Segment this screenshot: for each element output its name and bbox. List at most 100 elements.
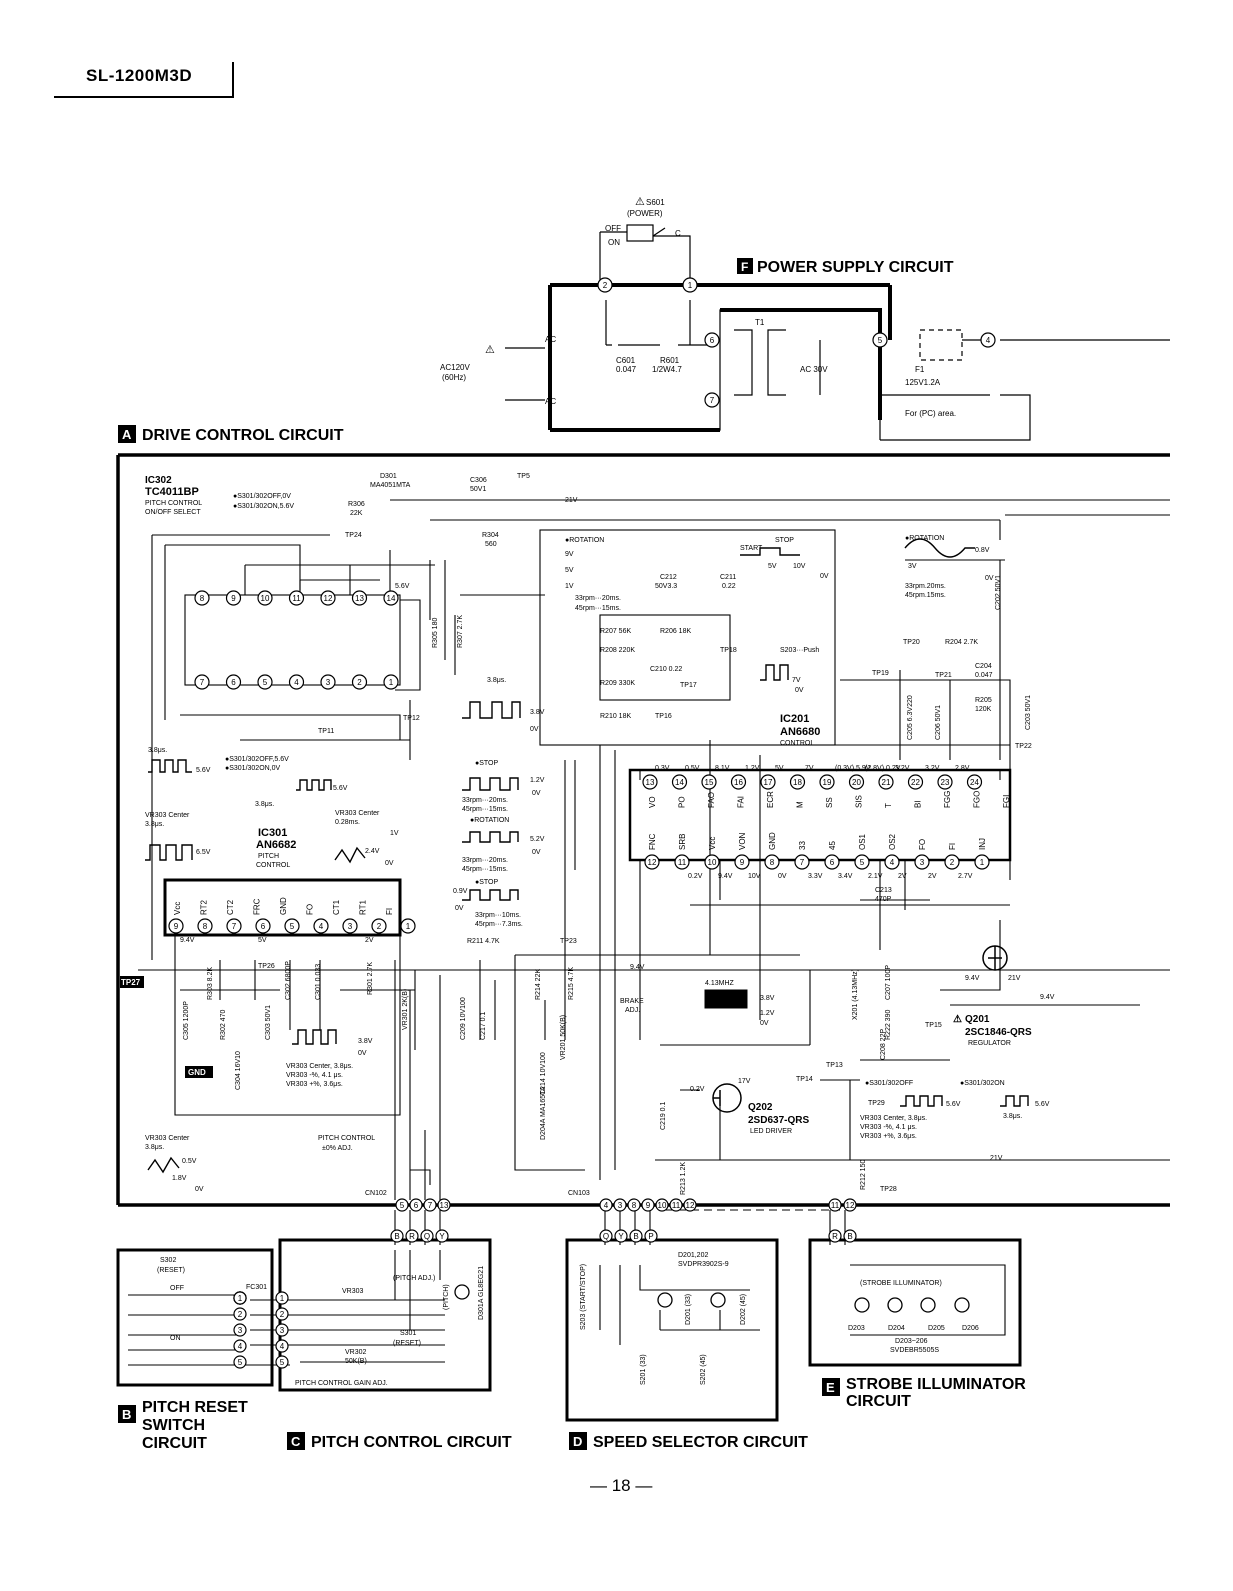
svg-text:7: 7: [428, 1201, 433, 1210]
svg-text:2: 2: [280, 1310, 285, 1319]
tp5: TP5: [517, 473, 530, 480]
pitch-reset-box: [116, 1248, 274, 1387]
wf-stop-33: 33rpm···20ms.: [462, 797, 508, 804]
c306-val: 50V1: [470, 486, 486, 493]
ic302-ref: IC302: [145, 475, 172, 486]
t1-label: T1: [755, 318, 765, 327]
cn103: CN103: [568, 1190, 590, 1197]
wf-1v: 1V: [565, 583, 574, 590]
fc301-pin-2-a: 2: [233, 1307, 247, 1321]
off-label: OFF: [605, 224, 621, 233]
d202: D202 (45): [740, 1294, 747, 1325]
wf-stop2-33: 33rpm···10ms.: [475, 912, 521, 919]
svg-text:15: 15: [705, 778, 714, 787]
brake: BRAKE: [620, 998, 644, 1005]
ic201-volt-top-7: (2.8V) 0.2V: [865, 765, 901, 772]
c209: C209 10V100: [460, 997, 467, 1040]
wf-vr-plus: VR303 +%, 3.6μs.: [286, 1081, 343, 1088]
v94-mid: 9.4V: [630, 964, 645, 971]
cn103-pin-10: 10: [655, 1198, 669, 1212]
ic201-volt-bot-9: 2.7V: [958, 873, 973, 880]
ic201-pinname-top-2: FAO: [707, 792, 716, 808]
tp15: TP15: [925, 1022, 942, 1029]
wf-vr-minus2: VR303 -%, 4.1 μs.: [860, 1124, 917, 1131]
svg-text:5: 5: [238, 1358, 243, 1367]
ic301-desc1: PITCH: [258, 853, 279, 860]
ic201-part: AN6680: [780, 726, 820, 738]
d204: D204A MA165TA: [540, 1086, 547, 1140]
tp17: TP17: [680, 682, 697, 689]
ss-pin-B: B: [629, 1229, 643, 1243]
svg-text:R: R: [409, 1232, 415, 1241]
svg-text:6: 6: [830, 858, 835, 867]
v17: 17V: [738, 1078, 751, 1085]
ic301-pin-6: 6: [255, 918, 271, 934]
ic201-pinname-top-3: FAI: [737, 796, 746, 808]
ic201-pin-13: 13: [642, 774, 658, 790]
svg-text:Q: Q: [424, 1232, 430, 1241]
ic302-note2: ●S301/302ON,5.6V: [233, 503, 294, 510]
s201: S201 (33): [640, 1354, 647, 1385]
v94-right: 9.4V: [1040, 994, 1055, 1001]
on-label: ON: [608, 238, 620, 247]
r210: R210 18K: [600, 713, 631, 720]
c212-val: 50V3.3: [655, 583, 677, 590]
f1-label: F1: [915, 365, 925, 374]
svg-text:3: 3: [348, 922, 353, 931]
ic201-pin-9: 9: [734, 854, 750, 870]
ic201-pinname-bot-8: OS2: [888, 833, 897, 850]
page-number: — 18 —: [590, 1476, 653, 1495]
ic201-pinname-bot-9: FO: [918, 839, 927, 850]
wf-rot2-45: 45rpm···15ms.: [462, 866, 508, 873]
svg-text:10: 10: [658, 1201, 667, 1210]
ic201-pin-23: 23: [937, 774, 953, 790]
cn102-pin-6: 6: [409, 1198, 423, 1212]
q202-desc: LED DRIVER: [750, 1128, 792, 1135]
wf-a3: ●S301/302OFF,5.6V: [225, 756, 289, 763]
s302-on: ON: [170, 1335, 181, 1342]
pitch-label: (PITCH): [443, 1284, 450, 1310]
ic201-pinname-bot-6: 45: [828, 841, 837, 850]
c219: C219 0.1: [660, 1101, 667, 1130]
c213-ref: C213: [875, 887, 892, 894]
title-drive-control: DRIVE CONTROL CIRCUIT: [142, 427, 344, 444]
ic302-part: TC4011BP: [145, 486, 199, 498]
svg-text:12: 12: [686, 1201, 695, 1210]
ic201-volt-bot-7: 2V: [898, 873, 907, 880]
v56-ic302: 5.6V: [395, 583, 410, 590]
ic301-pin-5: 5: [284, 918, 300, 934]
tp24: TP24: [345, 532, 362, 539]
svg-text:4: 4: [319, 922, 324, 931]
ss-pin-Y: Y: [614, 1229, 628, 1243]
ic201-pinname-top-4: ECR: [766, 791, 775, 808]
svg-text:12: 12: [324, 594, 333, 603]
ic201-volt-top-1: 0.5V: [685, 765, 700, 772]
s203-label: S203 (START/STOP): [580, 1264, 587, 1330]
wf-38us: 3.8μs.: [487, 677, 506, 684]
svg-text:5: 5: [878, 336, 883, 345]
transistor-q201: [982, 945, 1008, 971]
r214: R214 22K: [535, 969, 542, 1000]
wf-vr-minus: VR303 -%, 4.1 μs.: [286, 1072, 343, 1079]
tp11: TP11: [318, 728, 334, 735]
s202: S202 (45): [700, 1354, 707, 1385]
v94-ic301: 9.4V: [180, 937, 195, 944]
wf-vr303c2: VR303 Center: [335, 810, 380, 817]
badge-a: A: [122, 427, 132, 442]
r601-val: 1/2W4.7: [652, 365, 682, 374]
ic201-volt-top-6: (0.3V) 5.9V: [835, 765, 871, 772]
ic201-volt-top-3: 1.2V: [745, 765, 760, 772]
leds-ref: D201,202: [678, 1252, 708, 1259]
ic201-pin-18: 18: [789, 774, 806, 790]
ic302-pin-3: 3: [320, 674, 336, 690]
strobe-leds: [854, 1297, 970, 1313]
ic201-pinname-top-0: VO: [648, 796, 657, 808]
wf-vr303b-05: 0.5V: [182, 1158, 197, 1165]
svg-text:4: 4: [294, 678, 299, 687]
ic201-volt-bot-1: 9.4V: [718, 873, 733, 880]
d301-ref: D301: [380, 473, 397, 480]
svg-text:2: 2: [357, 678, 362, 687]
svg-text:5: 5: [860, 858, 865, 867]
ic302-pin-11: 11: [288, 590, 305, 606]
